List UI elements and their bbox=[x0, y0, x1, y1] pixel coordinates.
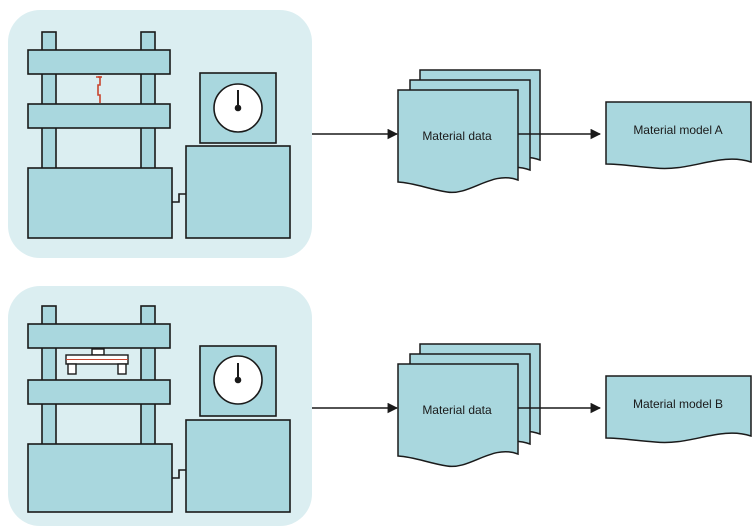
row-2: Material data Material model B bbox=[8, 286, 752, 526]
material-model-label-2: Material model B bbox=[633, 397, 723, 411]
material-model-doc-2 bbox=[605, 375, 752, 444]
material-model-doc-1 bbox=[605, 101, 752, 170]
control-cabinet-2 bbox=[185, 419, 291, 513]
tensile-specimen bbox=[96, 76, 102, 103]
material-data-label-1: Material data bbox=[422, 129, 492, 143]
machine-base-2 bbox=[27, 443, 173, 513]
loading-head bbox=[91, 348, 105, 356]
material-data-stack-1 bbox=[397, 69, 541, 194]
gauge-pivot-2 bbox=[234, 376, 242, 384]
row-1: Material data Material model A bbox=[8, 10, 752, 258]
support-right bbox=[117, 363, 127, 375]
testing-machine-2 bbox=[27, 305, 291, 513]
middle-crosshead-2 bbox=[27, 379, 171, 405]
testing-machine-1 bbox=[27, 31, 291, 239]
material-model-label-1: Material model A bbox=[633, 123, 722, 137]
bending-fixture bbox=[65, 348, 129, 375]
top-crosshead-2 bbox=[27, 323, 171, 349]
material-data-label-2: Material data bbox=[422, 403, 492, 417]
middle-crosshead-1 bbox=[27, 103, 171, 129]
cable-2 bbox=[172, 469, 186, 479]
machine-base-1 bbox=[27, 167, 173, 239]
support-left bbox=[67, 363, 77, 375]
top-crosshead-1 bbox=[27, 49, 171, 75]
document-front-1 bbox=[397, 89, 519, 194]
material-data-stack-2 bbox=[397, 343, 541, 468]
control-cabinet-1 bbox=[185, 145, 291, 239]
gauge-pivot-1 bbox=[234, 104, 242, 112]
cable-1 bbox=[172, 193, 186, 203]
document-front-2 bbox=[397, 363, 519, 468]
